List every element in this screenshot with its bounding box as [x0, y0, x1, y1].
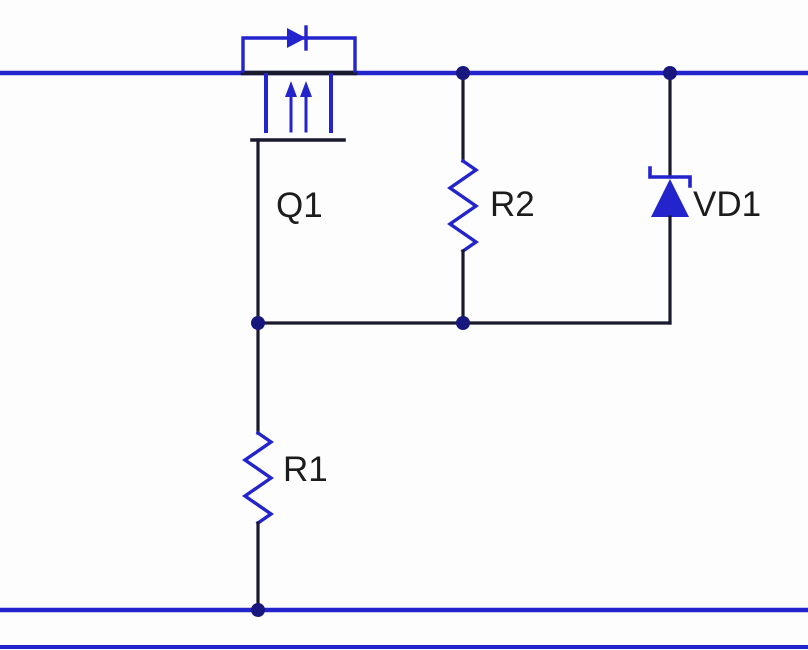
- r1-label: R1: [283, 450, 328, 489]
- mosfet-q1: Q1: [240, 25, 358, 325]
- resistor-r1: R1: [242, 321, 328, 612]
- vd1-label: VD1: [693, 185, 761, 224]
- q1-label: Q1: [276, 186, 323, 225]
- junction-dot-gate-node: [251, 316, 265, 330]
- vd1-cathode-bar-icon: [648, 166, 692, 188]
- zener-diode-vd1: VD1: [648, 73, 761, 325]
- resistor-r2: R2: [447, 73, 535, 323]
- junction-dot-bottom-rail: [251, 603, 265, 617]
- substrate-arrow-head-1: [285, 81, 297, 97]
- junction-dot-r2-bottom: [456, 316, 470, 330]
- body-diode-loop-wire: [241, 36, 357, 73]
- r2-label: R2: [490, 185, 535, 224]
- r2-zigzag-icon: [447, 158, 479, 254]
- junction-dot-vd1-top: [663, 66, 677, 80]
- vd1-anode-triangle-icon: [651, 179, 689, 217]
- r1-zigzag-icon: [242, 430, 274, 526]
- substrate-arrow-head-2: [300, 81, 312, 97]
- junction-dot-r2-top: [456, 66, 470, 80]
- body-diode-triangle-icon: [287, 28, 306, 48]
